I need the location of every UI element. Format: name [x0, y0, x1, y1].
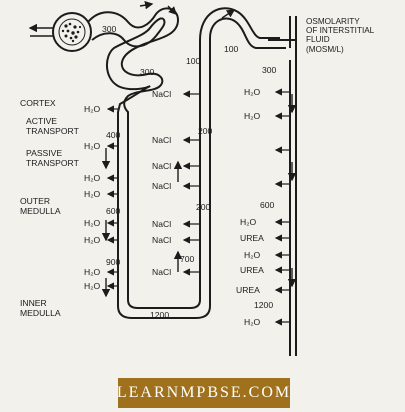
value-dct-100: 100: [186, 56, 201, 66]
value-dct-300: 300: [140, 67, 155, 77]
value-cd-1200: 1200: [254, 300, 273, 310]
ascending-salt-arrows: [182, 90, 200, 276]
descending-water-labels: H₂O H₂O H₂O H₂O H₂O H₂O H₂O H₂O: [84, 104, 101, 291]
salt-label: NaCl: [152, 267, 171, 277]
osmolarity-line-1: OSMOLARITY: [306, 17, 360, 26]
water-label: H₂O: [84, 141, 101, 151]
water-label: H₂O: [84, 281, 101, 291]
collecting-duct-labels: H₂O H₂O H₂O UREA H₂O UREA UREA H₂O: [236, 87, 264, 327]
glomerulus: [28, 12, 92, 52]
descending-water-arrows: [106, 105, 118, 290]
salt-label: NaCl: [152, 219, 171, 229]
water-label: H₂O: [84, 173, 101, 183]
value-cd-300: 300: [262, 65, 277, 75]
brand-banner: LEARNMPBSE.COM: [117, 378, 290, 408]
flow-arrows: [101, 1, 297, 298]
proximal-tubule: [87, 7, 180, 306]
water-label: H₂O: [84, 104, 101, 114]
water-label: H₂O: [84, 267, 101, 277]
zone-active-1: ACTIVE: [26, 116, 57, 126]
water-label: H₂O: [240, 217, 257, 227]
osmolarity-line-2: OF INTERSTITIAL: [306, 26, 375, 35]
zone-outer-1: OUTER: [20, 196, 50, 206]
value-600: 600: [106, 206, 121, 216]
salt-label: NaCl: [152, 135, 171, 145]
value-200-b: 200: [196, 202, 211, 212]
value-cd-100: 100: [224, 44, 239, 54]
urea-label: UREA: [240, 265, 264, 275]
salt-label: NaCl: [152, 89, 171, 99]
zone-passive-1: PASSIVE: [26, 148, 62, 158]
value-1200-bottom: 1200: [150, 310, 169, 320]
loop-bend: [117, 38, 211, 319]
value-top-loop: 300: [102, 24, 117, 34]
salt-label: NaCl: [152, 235, 171, 245]
value-900: 900: [106, 257, 121, 267]
zone-passive-2: TRANSPORT: [26, 158, 80, 168]
zone-cortex: CORTEX: [20, 98, 56, 108]
water-label: H₂O: [84, 235, 101, 245]
collecting-duct-arrows: [274, 88, 290, 326]
salt-label: NaCl: [152, 161, 171, 171]
water-label: H₂O: [84, 218, 101, 228]
value-400: 400: [106, 130, 121, 140]
value-cd-600: 600: [260, 200, 275, 210]
water-label: H₂O: [244, 250, 261, 260]
urea-label: UREA: [236, 285, 260, 295]
value-700: 700: [180, 254, 195, 264]
water-label: H₂O: [244, 317, 261, 327]
urea-label: UREA: [240, 233, 264, 243]
salt-labels: NaCl NaCl NaCl NaCl NaCl NaCl NaCl: [152, 89, 171, 277]
osmolarity-line-3: FLUID: [306, 35, 330, 44]
zone-active-2: TRANSPORT: [26, 126, 80, 136]
zone-outer-2: MEDULLA: [20, 206, 61, 216]
osmolarity-line-4: (MOSM/L): [306, 45, 344, 54]
zone-inner-1: INNER: [20, 298, 47, 308]
zone-inner-2: MEDULLA: [20, 308, 61, 318]
water-label: H₂O: [244, 111, 261, 121]
water-label: H₂O: [84, 189, 101, 199]
value-200-a: 200: [198, 126, 213, 136]
salt-label: NaCl: [152, 181, 171, 191]
water-label: H₂O: [244, 87, 261, 97]
